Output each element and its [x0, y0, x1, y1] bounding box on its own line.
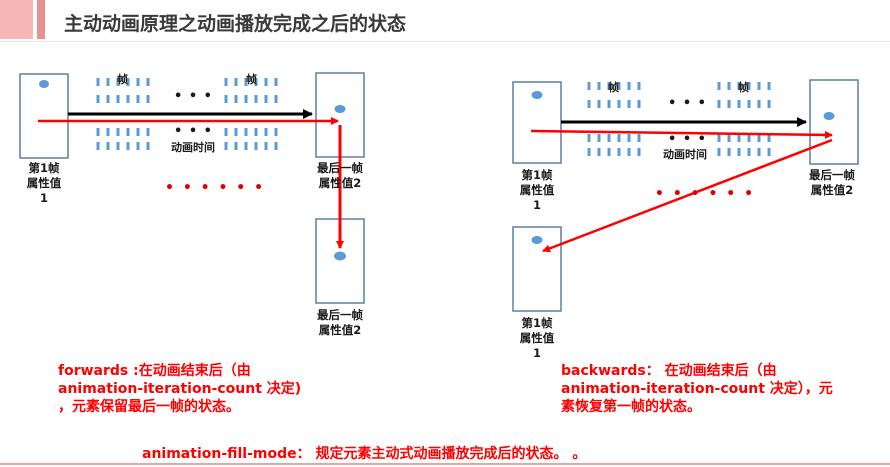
last-frame-box [809, 79, 859, 165]
animation-time-label: 动画时间 [171, 141, 215, 154]
backwards-diagram [512, 79, 859, 312]
title-bar: 主动动画原理之动画播放完成之后的状态 [0, 0, 890, 44]
backwards-description: backwards： 在动画结束后（由 animation-iteration-… [561, 363, 833, 415]
final-state-box [315, 218, 365, 304]
final-state-label: 第1帧 属性值 1 [519, 316, 555, 360]
final-state-dot [531, 236, 543, 244]
ellipsis-upper: • • • [174, 89, 213, 104]
animation-time-label: 动画时间 [663, 148, 707, 161]
frame-ticks-upper-right [224, 78, 278, 150]
frame-ticks-upper-left [587, 82, 641, 156]
frame-label: 帧 [117, 73, 128, 86]
last-frame-label: 最后一帧 属性值2 [317, 161, 363, 190]
final-state-label: 最后一帧 属性值2 [317, 308, 363, 337]
title-accent-block [0, 0, 33, 39]
final-state-dot [334, 251, 346, 261]
title-accent-stripe [37, 0, 45, 39]
frame-label: 帧 [738, 81, 749, 94]
frame-label: 帧 [246, 73, 257, 86]
ellipsis-red: • • • • • • [165, 180, 266, 196]
ellipsis-upper: • • • [668, 96, 707, 111]
last-frame-dot [823, 112, 835, 120]
ellipsis-lower: • • • [668, 132, 707, 147]
page-title: 主动动画原理之动画播放完成之后的状态 [64, 13, 407, 35]
last-frame-label: 最后一帧 属性值2 [809, 168, 855, 197]
first-frame-label: 第1帧 属性值 1 [26, 161, 62, 205]
forwards-diagram [19, 72, 365, 304]
fill-mode-summary: animation-fill-mode： 规定元素主动式动画播放完成后的状态。 … [142, 446, 587, 462]
first-frame-dot [531, 91, 543, 99]
frame-label: 帧 [608, 81, 619, 94]
ellipsis-lower: • • • [174, 124, 213, 139]
playback-arrow [530, 129, 833, 139]
ellipsis-red: • • • • • • [655, 186, 756, 202]
frame-ticks-upper-left [96, 78, 150, 150]
frame-ticks-upper-right [717, 82, 771, 156]
last-frame-dot [334, 105, 346, 113]
title-divider [0, 41, 890, 42]
bottom-divider [0, 463, 890, 465]
backwards-restore-arrow [542, 138, 833, 253]
first-frame-label: 第1帧 属性值 1 [519, 168, 555, 212]
forwards-description: forwards :在动画结束后（由 animation-iteration-c… [58, 363, 302, 415]
first-frame-dot [39, 80, 49, 88]
